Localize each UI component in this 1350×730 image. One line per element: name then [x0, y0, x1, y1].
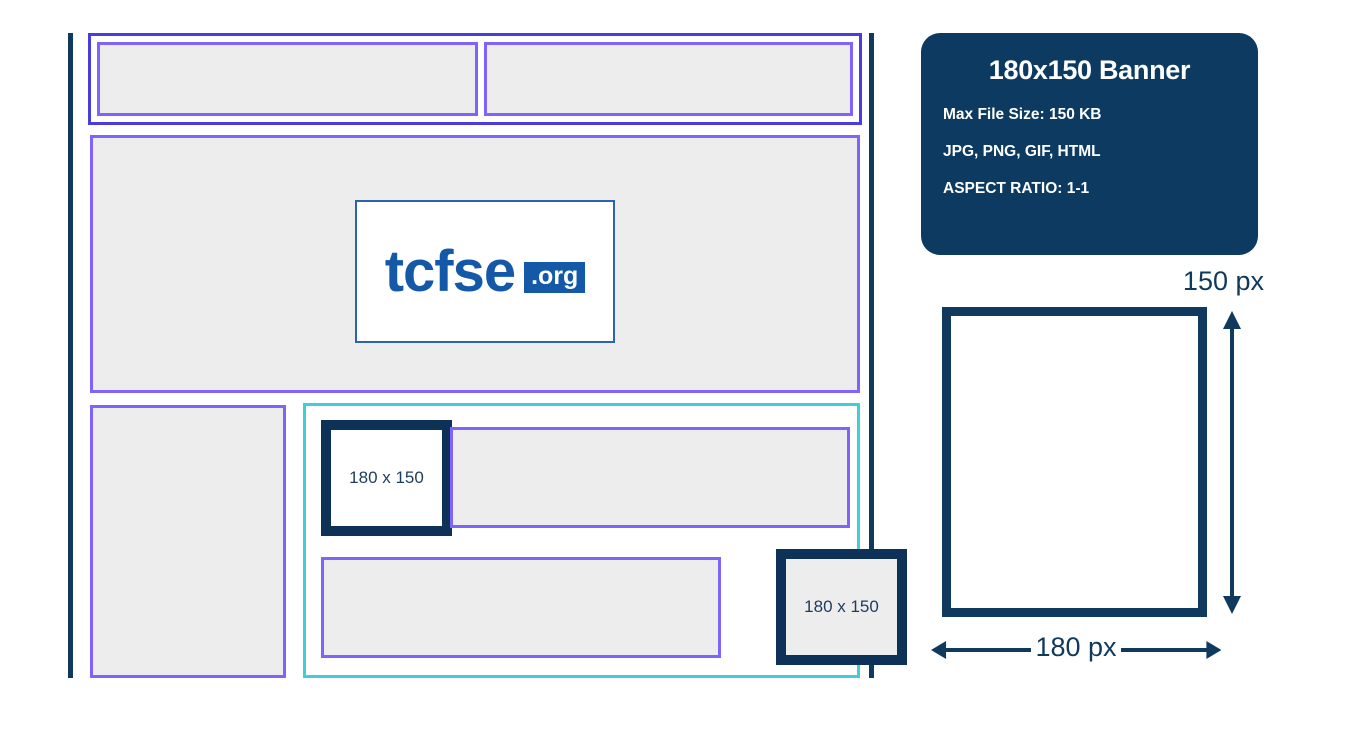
wireframe-right-rail: [869, 33, 874, 678]
spec-file-formats: JPG, PNG, GIF, HTML: [943, 143, 1101, 160]
arrow-line-left: [931, 641, 1032, 659]
spec-max-file-size: Max File Size: 150 KB: [943, 106, 1102, 123]
wireframe-left-rail: [68, 33, 73, 678]
content-strip-top: [450, 427, 850, 528]
height-dimension-label: 150 px: [1182, 266, 1264, 296]
content-row-bottom: 180 x 150: [321, 549, 907, 665]
banner-placeholder-top[interactable]: 180 x 150: [321, 420, 452, 536]
logo-tld-badge: .org: [524, 262, 586, 293]
nav-cell-right: [483, 42, 853, 116]
banner-placeholder-bottom[interactable]: 180 x 150: [776, 549, 907, 665]
arrow-line-right: [1120, 641, 1222, 659]
banner-dimension-diagram: 150 px 180 px: [921, 266, 1266, 678]
wireframe-inner: tcfse .org 180 x 150 180 x 150: [76, 33, 907, 678]
nav-cell-left: [97, 42, 478, 116]
wireframe-sidebar-box: [90, 405, 286, 678]
card-title: 180x150 Banner: [988, 55, 1191, 85]
banner-spec-card: 180x150 Banner Max File Size: 150 KB JPG…: [921, 33, 1258, 255]
content-row-top: 180 x 150: [321, 420, 851, 536]
width-dimension-label: 180 px: [1035, 631, 1117, 662]
wireframe-content-panel: 180 x 150 180 x 150: [303, 403, 907, 678]
wireframe-hero-region: tcfse .org: [90, 135, 860, 393]
spec-aspect-ratio: ASPECT RATIO: 1-1: [943, 180, 1090, 197]
website-layout-wireframe: tcfse .org 180 x 150 180 x 150: [68, 33, 907, 678]
wireframe-top-nav-strip: [88, 33, 862, 125]
banner-size-rectangle: [942, 307, 1207, 617]
content-strip-bottom: [321, 557, 721, 658]
site-logo-box: tcfse .org: [355, 200, 615, 343]
width-dimension-arrow: 180 px: [931, 624, 1222, 676]
logo-wordmark: tcfse: [384, 238, 516, 304]
vertical-dimension-arrow: [1223, 311, 1241, 614]
